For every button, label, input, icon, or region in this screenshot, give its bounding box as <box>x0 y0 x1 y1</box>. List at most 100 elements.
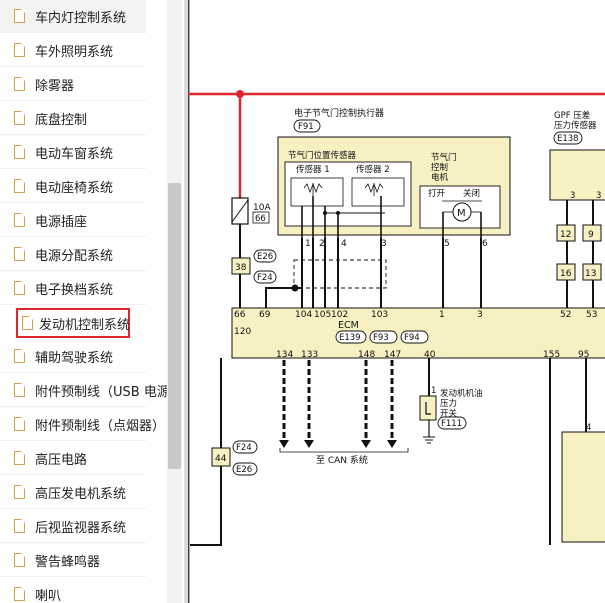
sidebar-item-13[interactable]: 高压电路 <box>0 442 146 475</box>
tps-title: 节气门位置传感器 <box>288 150 357 161</box>
sidebar-item-3[interactable]: 底盘控制 <box>0 102 146 135</box>
connector-38-label: 38 <box>235 263 247 273</box>
svg-text:148: 148 <box>358 350 375 360</box>
sidebar-item-5[interactable]: 电动座椅系统 <box>0 170 146 203</box>
ecm-block: 66 69 104 105 102 103 1 3 52 53 ECM E139… <box>231 307 605 360</box>
sidebar-item-2[interactable]: 除雾器 <box>0 68 146 101</box>
close-label: 关闭 <box>463 188 480 199</box>
svg-text:节气门控制电机: 节气门控制电机 <box>431 152 457 183</box>
sidebar-item-0[interactable]: 车内灯控制系统 <box>0 0 146 33</box>
svg-text:4: 4 <box>586 423 591 433</box>
connector-f24-label: F24 <box>257 273 273 283</box>
sidebar-item-12[interactable]: 附件预制线（点烟器） <box>0 408 165 441</box>
sidebar-item-label: 警告蜂鸣器 <box>35 554 101 570</box>
document-icon <box>14 9 25 23</box>
gpf-sensor: GPF 压差 压力传感器 E138 3 3 12 9 16 13 <box>549 110 605 308</box>
svg-text:44: 44 <box>215 454 227 464</box>
document-icon <box>14 383 25 397</box>
svg-text:103: 103 <box>371 310 388 320</box>
sidebar-item-15[interactable]: 后视监视器系统 <box>0 510 146 543</box>
sidebar-item-9[interactable]: 发动机控制系统 <box>16 308 130 338</box>
svg-text:105: 105 <box>314 310 331 320</box>
throttle-actuator: 电子节气门控制执行器 F91 节气门位置传感器 传感器 1 传感器 2 节气门控… <box>277 107 511 249</box>
sidebar-item-1[interactable]: 车外照明系统 <box>0 34 146 67</box>
document-icon <box>14 247 25 261</box>
document-icon <box>14 281 25 295</box>
svg-text:3: 3 <box>381 239 387 249</box>
actuator-title: 电子节气门控制执行器 <box>294 107 384 119</box>
sidebar-item-label: 除雾器 <box>35 78 75 94</box>
document-icon <box>14 349 25 363</box>
sidebar-item-label: 附件预制线（USB 电源 <box>35 384 167 400</box>
sidebar-item-label: 电源分配系统 <box>35 248 114 264</box>
sidebar-item-label: 高压发电机系统 <box>35 486 127 502</box>
sidebar-item-4[interactable]: 电动车窗系统 <box>0 136 146 169</box>
sidebar-item-14[interactable]: 高压发电机系统 <box>0 476 146 509</box>
sidebar-scroll-thumb[interactable] <box>168 183 181 469</box>
document-icon <box>22 316 33 330</box>
svg-text:102: 102 <box>331 310 348 320</box>
open-label: 打开 <box>428 188 446 199</box>
gpf-connector-label: E138 <box>557 134 579 144</box>
ecm-label: ECM <box>338 320 359 331</box>
shield-dashed <box>293 259 387 289</box>
svg-text:134: 134 <box>276 350 293 360</box>
svg-text:4: 4 <box>341 239 347 249</box>
sidebar-item-label: 电动座椅系统 <box>35 180 114 196</box>
document-icon <box>14 111 25 125</box>
diagram-canvas <box>188 0 605 603</box>
fuse-10a: 10A 66 <box>231 197 271 225</box>
sensor-2-label: 传感器 2 <box>356 164 390 175</box>
svg-text:155: 155 <box>543 350 560 360</box>
document-icon <box>14 43 25 57</box>
connector-e26-label: E26 <box>257 252 273 262</box>
can-arrows <box>282 360 394 440</box>
sidebar-item-8[interactable]: 电子换档系统 <box>0 272 146 305</box>
sidebar-item-16[interactable]: 警告蜂鸣器 <box>0 544 146 577</box>
svg-text:53: 53 <box>586 310 597 320</box>
document-icon <box>14 451 25 465</box>
document-icon <box>14 145 25 159</box>
svg-text:52: 52 <box>560 310 571 320</box>
sidebar-item-6[interactable]: 电源插座 <box>0 204 146 237</box>
svg-text:2: 2 <box>319 239 325 249</box>
svg-text:5: 5 <box>444 239 450 249</box>
power-wire-red <box>188 90 605 198</box>
svg-text:9: 9 <box>588 230 594 240</box>
actuator-connector-label: F91 <box>298 122 314 132</box>
sidebar-item-11[interactable]: 附件预制线（USB 电源 <box>0 374 167 407</box>
document-icon <box>14 179 25 193</box>
oil-pressure-switch: 1 发动机机油压力开关 F111 <box>419 358 483 444</box>
svg-text:3: 3 <box>570 191 575 201</box>
svg-text:40: 40 <box>424 350 436 360</box>
sidebar-item-label: 底盘控制 <box>35 112 88 128</box>
svg-text:95: 95 <box>578 350 589 360</box>
document-icon <box>14 417 25 431</box>
svg-text:12: 12 <box>560 230 571 240</box>
sidebar-item-label: 车内灯控制系统 <box>35 10 127 26</box>
sidebar-item-label: 后视监视器系统 <box>35 520 127 536</box>
sidebar-item-label: 喇叭 <box>35 588 62 603</box>
sidebar-item-label: 发动机控制系统 <box>39 317 131 333</box>
sensor-1-label: 传感器 1 <box>296 164 330 175</box>
svg-text:3: 3 <box>596 191 601 201</box>
sidebar-item-17[interactable]: 喇叭 <box>0 578 146 603</box>
sidebar-item-10[interactable]: 辅助驾驶系统 <box>0 340 146 373</box>
svg-text:1: 1 <box>431 386 436 396</box>
svg-text:13: 13 <box>585 269 596 279</box>
sidebar-item-label: 电子换档系统 <box>35 282 114 298</box>
right-component <box>561 431 605 543</box>
gpf-title-1: GPF 压差 <box>554 110 590 121</box>
wiring-diagram: 10A 66 38 E26 F24 电子节气门控制执行器 F91 节气门位置传感… <box>188 0 605 603</box>
sidebar-item-label: 电源插座 <box>35 214 88 230</box>
sidebar-item-7[interactable]: 电源分配系统 <box>0 238 146 271</box>
svg-text:发动机机油压力开关: 发动机机油压力开关 <box>440 388 483 419</box>
svg-text:3: 3 <box>477 310 483 320</box>
connector-44: 44 F24 E26 <box>190 358 258 546</box>
sidebar-item-label: 辅助驾驶系统 <box>35 350 114 366</box>
pane-divider[interactable] <box>184 0 188 603</box>
svg-text:147: 147 <box>384 350 401 360</box>
document-icon <box>14 553 25 567</box>
svg-text:69: 69 <box>259 310 271 320</box>
svg-text:120: 120 <box>234 327 251 337</box>
